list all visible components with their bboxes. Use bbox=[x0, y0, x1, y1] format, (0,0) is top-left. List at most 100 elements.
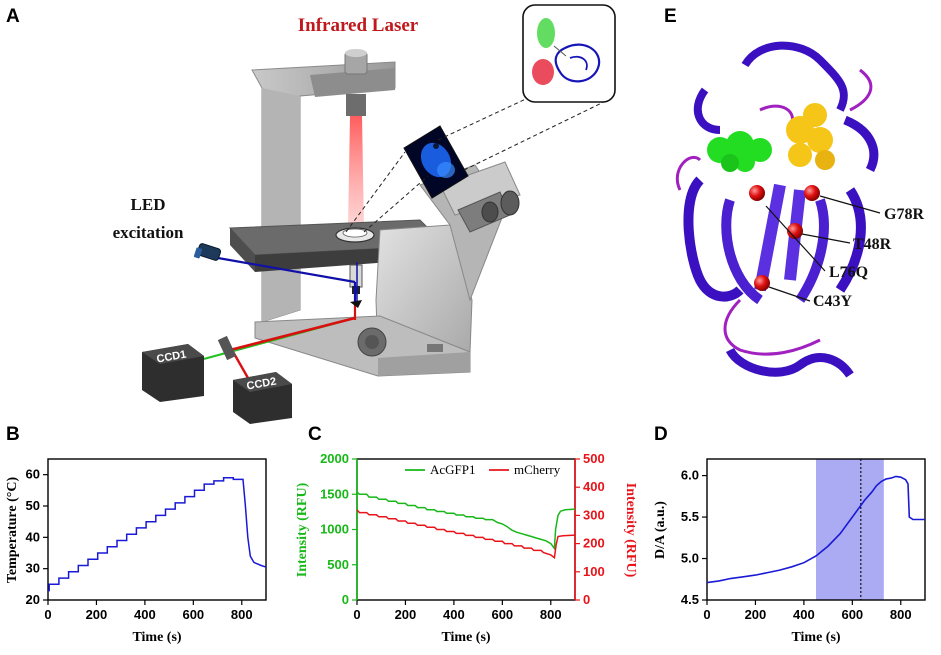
chart-b-frame bbox=[47, 458, 267, 601]
mutation-label-t48r: T48R bbox=[853, 236, 892, 253]
chart-b-ylabel: Temperature (°C) bbox=[5, 477, 20, 584]
y-tick-label: 2000 bbox=[320, 451, 349, 466]
y-tick-label: 200 bbox=[583, 536, 605, 551]
y-tick-label: 500 bbox=[327, 557, 349, 572]
y-tick-label: 60 bbox=[26, 467, 40, 482]
chart-d: 0 200 400 600 800 4.5 5.0 5.5 6.0 Time (s) D/A … bbox=[653, 458, 926, 645]
eyepiece bbox=[457, 190, 520, 233]
red-emission-path bbox=[229, 316, 356, 352]
mutation-label-c43y: C43Y bbox=[813, 293, 853, 310]
y-tick-label: 5.5 bbox=[681, 509, 699, 524]
ccd1-camera: CCD1 bbox=[142, 344, 204, 402]
chart-b-xlabel: Time (s) bbox=[132, 630, 181, 645]
legend-acgfp1: AcGFP1 bbox=[430, 462, 476, 477]
mutation-label-l76q: L76Q bbox=[829, 264, 868, 281]
y-tick-label: 1500 bbox=[320, 486, 349, 501]
ccd2-camera: CCD2 bbox=[233, 372, 292, 424]
excitation-light-path bbox=[217, 256, 356, 284]
x-tick-label: 400 bbox=[793, 607, 815, 622]
x-tick-label: 400 bbox=[134, 607, 156, 622]
panel-a-label: A bbox=[6, 6, 20, 27]
y-tick-label: 0 bbox=[342, 592, 349, 607]
led-label: LED bbox=[131, 195, 166, 214]
y-tick-label: 4.5 bbox=[681, 592, 699, 607]
chart-b-y-ticks: 20 30 40 50 60 bbox=[26, 467, 48, 607]
panel-c-label: C bbox=[308, 424, 322, 445]
y-tick-label: 50 bbox=[26, 498, 40, 513]
panel-d: D 0 200 400 600 800 4.5 5.0 5.5 6.0 Time (s) D/… bbox=[653, 424, 926, 645]
fret-sensor-inset bbox=[522, 4, 616, 103]
y-tick-label: 300 bbox=[583, 507, 605, 522]
x-tick-label: 0 bbox=[703, 607, 710, 622]
panel-b-label: B bbox=[6, 424, 20, 445]
mutation-label-g78r: G78R bbox=[884, 206, 924, 223]
y-tick-label: 5.0 bbox=[681, 551, 699, 566]
chart-d-x-ticks: 0 200 400 600 800 bbox=[703, 600, 912, 622]
x-tick-label: 400 bbox=[443, 607, 465, 622]
led-source bbox=[193, 243, 222, 261]
chart-c-y-ticks-right: 0 100 200 300 400 500 bbox=[575, 451, 605, 607]
y-tick-label: 20 bbox=[26, 592, 40, 607]
mutation-site-1 bbox=[749, 185, 765, 201]
protein-structure: G78R T48R L76Q C43Y bbox=[675, 41, 924, 378]
chart-c-y-ticks-left: 0 500 1000 1500 2000 bbox=[320, 451, 357, 607]
yellow-ligand bbox=[786, 103, 835, 170]
mutation-site-t48r bbox=[787, 223, 803, 239]
y-tick-label: 500 bbox=[583, 451, 605, 466]
panel-e-label: E bbox=[664, 6, 677, 27]
chart-d-ylabel: D/A (a.u.) bbox=[653, 501, 668, 559]
x-tick-label: 200 bbox=[745, 607, 767, 622]
microscope-illustration: CCD1 CCD2 LED excitation bbox=[113, 4, 616, 424]
y-tick-label: 1000 bbox=[320, 522, 349, 537]
chart-d-y-ticks: 4.5 5.0 5.5 6.0 bbox=[681, 468, 707, 607]
chart-c-acgfp1-line bbox=[356, 491, 576, 551]
mutation-site-g78r bbox=[804, 185, 820, 201]
chart-c-frame bbox=[356, 458, 576, 601]
panel-c: C 0 200 400 600 800 0 500 1000 1500 2000 0 100 200… bbox=[295, 424, 638, 645]
chart-c-xlabel: Time (s) bbox=[441, 630, 490, 645]
ccd1-label: CCD1 bbox=[156, 349, 188, 366]
x-tick-label: 800 bbox=[890, 607, 912, 622]
green-fluorescent-protein bbox=[537, 18, 555, 48]
laser-beam bbox=[348, 116, 364, 230]
x-tick-label: 800 bbox=[540, 607, 562, 622]
chart-d-xlabel: Time (s) bbox=[791, 630, 840, 645]
sensor-domain bbox=[554, 43, 601, 83]
chart-c-mcherry-line bbox=[356, 509, 576, 560]
x-tick-label: 600 bbox=[841, 607, 863, 622]
legend-mcherry: mCherry bbox=[514, 462, 561, 477]
chart-d-highlight-region bbox=[816, 459, 884, 600]
chart-c-ylabel-right: Intensity (RFU) bbox=[623, 483, 638, 578]
chart-b-temperature-line bbox=[48, 477, 267, 592]
chart-c: 0 200 400 600 800 0 500 1000 1500 2000 0 100 200 30… bbox=[295, 451, 638, 645]
y-tick-label: 400 bbox=[583, 479, 605, 494]
chart-c-legend: AcGFP1 mCherry bbox=[405, 462, 561, 477]
x-tick-label: 600 bbox=[182, 607, 204, 622]
chart-c-ylabel-left: Intensity (RFU) bbox=[295, 482, 310, 577]
green-ligand bbox=[707, 131, 772, 172]
ccd2-label: CCD2 bbox=[246, 376, 278, 393]
y-tick-label: 40 bbox=[26, 529, 40, 544]
chart-c-x-ticks: 0 200 400 600 800 bbox=[353, 600, 562, 622]
y-tick-label: 100 bbox=[583, 564, 605, 579]
mutation-site-c43y bbox=[754, 275, 770, 291]
x-tick-label: 0 bbox=[44, 607, 51, 622]
x-tick-label: 600 bbox=[491, 607, 513, 622]
panel-d-label: D bbox=[654, 424, 668, 445]
panel-e: E bbox=[664, 6, 924, 378]
x-tick-label: 0 bbox=[353, 607, 360, 622]
panel-a: A Infrared Laser bbox=[6, 4, 616, 424]
y-tick-label: 0 bbox=[583, 592, 590, 607]
red-fluorescent-protein bbox=[532, 59, 554, 85]
x-tick-label: 200 bbox=[86, 607, 108, 622]
x-tick-label: 200 bbox=[395, 607, 417, 622]
y-tick-label: 30 bbox=[26, 561, 40, 576]
chart-d-frame bbox=[706, 458, 926, 601]
y-tick-label: 6.0 bbox=[681, 468, 699, 483]
infrared-laser-label: Infrared Laser bbox=[298, 15, 419, 36]
excitation-label: excitation bbox=[113, 223, 184, 242]
